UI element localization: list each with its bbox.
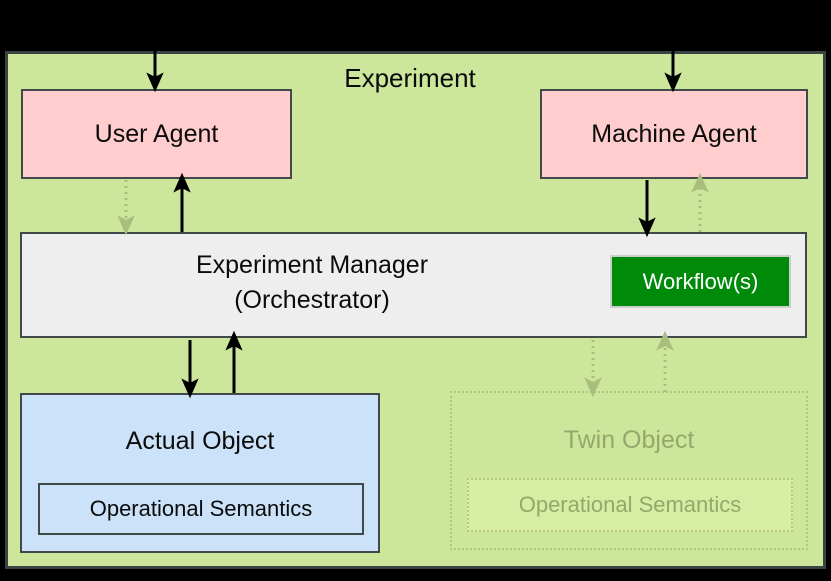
node-twin-object-label: Twin Object bbox=[563, 426, 695, 454]
node-workflow-label: Workflow(s) bbox=[642, 268, 759, 294]
node-machine-agent[interactable]: Machine Agent bbox=[540, 89, 808, 179]
node-machine-agent-label: Machine Agent bbox=[591, 119, 757, 148]
node-experiment-manager-label: Experiment Manager (Orchestrator) bbox=[20, 248, 604, 318]
node-user-agent-label: User Agent bbox=[94, 119, 219, 148]
node-workflow[interactable]: Workflow(s) bbox=[610, 255, 791, 308]
node-actual-object-operational-semantics[interactable]: Operational Semantics bbox=[38, 483, 364, 535]
node-twin-object-operational-semantics[interactable]: Operational Semantics bbox=[467, 478, 793, 532]
node-actual-object-operational-semantics-label: Operational Semantics bbox=[89, 496, 313, 521]
node-experiment-manager-label-line1: Experiment Manager bbox=[195, 251, 429, 279]
node-actual-object-label: Actual Object bbox=[125, 427, 275, 455]
node-experiment-manager-label-line2: (Orchestrator) bbox=[234, 286, 390, 314]
node-twin-object[interactable]: Twin Object Operational Semantics bbox=[450, 391, 808, 550]
node-user-agent[interactable]: User Agent bbox=[21, 89, 292, 179]
node-actual-object[interactable]: Actual Object Operational Semantics bbox=[20, 393, 380, 553]
experiment-title: Experiment bbox=[344, 63, 476, 93]
node-twin-object-operational-semantics-label: Operational Semantics bbox=[518, 492, 742, 517]
